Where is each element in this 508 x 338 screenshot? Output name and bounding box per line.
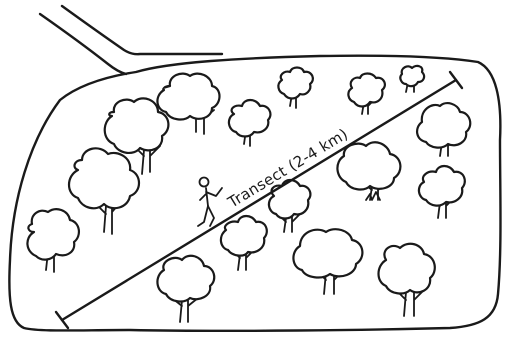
tree-icon: [293, 229, 362, 294]
tree-icon: [69, 148, 139, 234]
road: [40, 6, 222, 74]
tree-icon: [27, 209, 79, 272]
tree-icon: [269, 180, 311, 232]
tree-icon: [379, 244, 435, 316]
tree-icon: [278, 68, 313, 109]
tree-icon: [419, 166, 465, 218]
tree-icon: [337, 142, 400, 200]
tree-icon: [157, 256, 214, 322]
tree-icon: [400, 66, 424, 92]
tree-icon: [221, 216, 267, 270]
trees-lower: [157, 103, 470, 322]
tree-icon: [348, 74, 385, 115]
tree-icon: [229, 100, 271, 146]
tree-icon: [417, 103, 470, 156]
walking-person-icon: [198, 178, 222, 227]
